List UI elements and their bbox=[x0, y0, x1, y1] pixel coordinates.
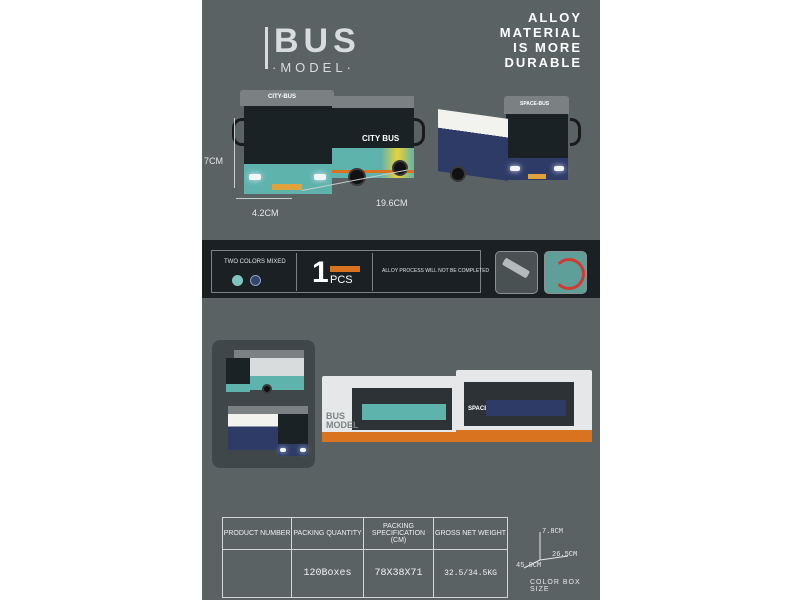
spec-packing-specification: 78X38X71 bbox=[362, 549, 435, 598]
package-box-space: SPACE-BUS bbox=[456, 370, 592, 442]
bus-side-windows bbox=[332, 108, 414, 148]
door-detail-image bbox=[495, 251, 538, 294]
teal-color-swatch bbox=[232, 275, 243, 286]
box-height-label: 7.8CM bbox=[542, 528, 564, 536]
navy-color-swatch bbox=[250, 275, 261, 286]
mirror-detail-part bbox=[553, 258, 585, 290]
wheel-icon bbox=[262, 384, 272, 394]
headlight-left-icon bbox=[249, 174, 261, 180]
length-dimension-label: 19.6CM bbox=[376, 198, 408, 208]
bus-windshield bbox=[226, 358, 250, 384]
bus-roof bbox=[504, 96, 569, 114]
two-colors-label: TWO COLORS MIXED bbox=[224, 259, 286, 265]
bus-windshield bbox=[244, 106, 332, 164]
bus-windshield bbox=[278, 414, 308, 444]
headlight-left-icon bbox=[510, 166, 520, 171]
spec-table-header-row: PRODUCT NUMBER PACKING QUANTITY PACKING … bbox=[221, 517, 508, 550]
spec-table-value-row: 120Boxes 78X38X71 32.5/34.5KG bbox=[221, 549, 508, 598]
spec-header-product-number: PRODUCT NUMBER bbox=[221, 517, 293, 550]
bus-plate bbox=[528, 174, 546, 179]
boxed-bus bbox=[486, 400, 566, 416]
boxed-bus bbox=[362, 404, 446, 420]
mirror-detail-image bbox=[544, 251, 587, 294]
box-title: SPACE-BUS bbox=[468, 406, 503, 412]
headlight-right-icon bbox=[314, 174, 326, 180]
spec-product-number bbox=[221, 549, 293, 598]
bus-side-roof bbox=[332, 96, 414, 108]
mirror-right-icon bbox=[412, 118, 425, 146]
bus-roof-label: SPACE-BUS bbox=[520, 101, 550, 107]
headlight-right-icon bbox=[554, 166, 564, 171]
package-box-city: BUS MODEL bbox=[322, 376, 462, 442]
box-title: BUS MODEL bbox=[326, 411, 359, 430]
box-length-label: 45.9CM bbox=[516, 562, 542, 570]
spec-header-gross-net-weight: GROSS NET WEIGHT bbox=[433, 517, 508, 550]
piece-count: 1 bbox=[312, 256, 329, 289]
page-subtitle: ·MODEL· bbox=[272, 60, 355, 75]
door-detail-part bbox=[501, 257, 531, 279]
wheel-icon bbox=[450, 166, 466, 182]
front-bus-image: CITY-BUS CITY BUS bbox=[232, 90, 425, 205]
bus-roof bbox=[240, 90, 334, 106]
bus-front-body bbox=[278, 444, 308, 456]
bus-front-body bbox=[506, 158, 568, 180]
city-bus-photo bbox=[220, 350, 308, 396]
headline-text: ALLOY MATERIAL IS MORE DURABLE bbox=[499, 10, 582, 70]
bus-plate bbox=[272, 184, 302, 190]
bus-side-body bbox=[438, 109, 508, 181]
mirror-left-icon bbox=[232, 118, 247, 146]
bus-side-body bbox=[228, 414, 278, 450]
spec-header-packing-quantity: PACKING QUANTITY bbox=[291, 517, 364, 550]
bus-windshield bbox=[506, 114, 568, 158]
spec-gross-net-weight: 32.5/34.5KG bbox=[433, 549, 508, 598]
box-size-axes-icon bbox=[523, 532, 569, 569]
page-title: BUS bbox=[274, 22, 361, 60]
bus-side-body bbox=[250, 376, 304, 390]
bus-front-body bbox=[226, 384, 250, 392]
info-divider bbox=[372, 253, 373, 291]
wheel-icon bbox=[392, 160, 408, 176]
mirror-right-icon bbox=[570, 118, 581, 146]
info-box bbox=[211, 250, 481, 293]
bus-roof bbox=[234, 350, 304, 358]
spec-header-packing-specification: PACKING SPECIFICATION (CM) bbox=[362, 517, 435, 550]
alloy-note: ALLOY PROCESS WILL NOT BE COMPLETED bbox=[382, 268, 490, 274]
headlight-icon bbox=[280, 448, 286, 452]
count-tag bbox=[330, 266, 360, 272]
height-dimension-line bbox=[234, 118, 235, 188]
box-orange-band bbox=[456, 430, 592, 442]
space-bus-image: SPACE-BUS bbox=[434, 96, 584, 196]
height-dimension-label: 7CM bbox=[204, 156, 224, 166]
width-dimension-label: 4.2CM bbox=[252, 208, 279, 218]
box-depth-label: 26.5CM bbox=[552, 551, 578, 559]
bus-side-label: CITY BUS bbox=[362, 134, 400, 143]
headlight-icon bbox=[300, 448, 306, 452]
piece-unit: PCS bbox=[330, 274, 353, 286]
title-accent-bar bbox=[265, 27, 268, 69]
bus-roof bbox=[228, 406, 308, 414]
bus-orange-stripe bbox=[332, 170, 414, 173]
spec-table: PRODUCT NUMBER PACKING QUANTITY PACKING … bbox=[221, 517, 508, 598]
width-dimension-line bbox=[236, 198, 292, 199]
box-orange-band bbox=[322, 432, 462, 442]
info-divider bbox=[296, 253, 297, 291]
bus-roof-label: CITY-BUS bbox=[268, 94, 297, 100]
color-box-size-caption: COLOR BOX SIZE bbox=[530, 579, 581, 593]
spec-packing-quantity: 120Boxes bbox=[291, 549, 364, 598]
bus-side-windows bbox=[250, 358, 304, 376]
product-sheet: BUS ·MODEL· ALLOY MATERIAL IS MORE DURAB… bbox=[202, 0, 600, 600]
space-bus-photo bbox=[228, 406, 308, 464]
